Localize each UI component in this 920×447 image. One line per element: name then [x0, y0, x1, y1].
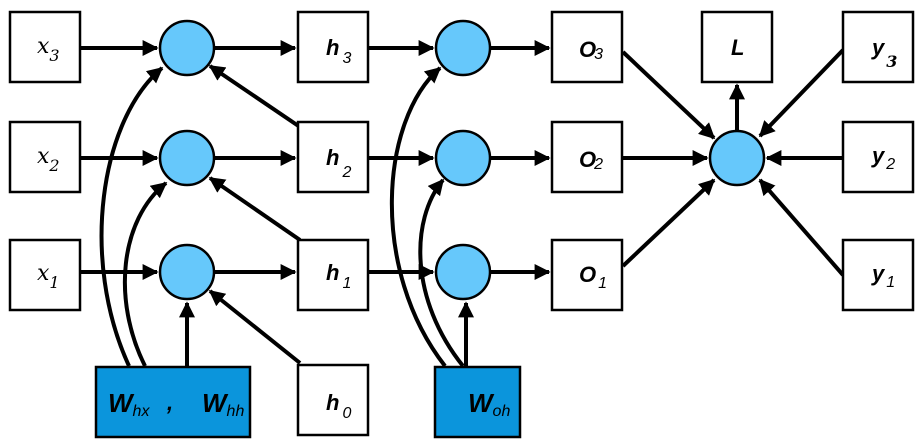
output-o1-label: O — [579, 262, 596, 287]
edges — [81, 40, 845, 368]
target-y2-label: y — [871, 143, 886, 168]
output-o2: O2 — [550, 120, 624, 194]
initial-hidden-h0-label: h — [326, 390, 339, 415]
loss-label: L — [731, 35, 744, 60]
output-node-2 — [434, 129, 492, 187]
svg-text:O2: O2 — [579, 147, 603, 173]
output-node-3 — [434, 19, 492, 77]
output-o2-label: O — [579, 147, 596, 172]
edge-w-hidden-to-node-h3 — [99, 66, 164, 367]
weights-output: Woh — [433, 365, 522, 439]
svg-text:Whx: Whx — [108, 388, 150, 420]
target-y3: y3 — [841, 10, 915, 84]
input-x2-label: x — [37, 144, 50, 169]
edge-w-hidden-to-node-h2 — [122, 181, 168, 367]
hidden-h2: h2 — [296, 120, 370, 194]
svg-text:h1: h1 — [326, 260, 351, 292]
target-y1-label: y — [871, 261, 886, 286]
weight-woh-label: W — [468, 388, 495, 418]
svg-text:x3: x3 — [37, 34, 60, 65]
svg-text:y3: y3 — [871, 35, 897, 71]
weight-whx-label: W — [108, 388, 135, 418]
hidden-h2-label: h — [326, 145, 339, 170]
svg-text:x1: x1 — [37, 261, 60, 292]
hidden-node-3 — [158, 19, 216, 77]
svg-text:y2: y2 — [871, 143, 895, 173]
svg-text:h2: h2 — [326, 145, 351, 181]
svg-text:O3: O3 — [579, 37, 603, 63]
edge-o1-to-loss-node — [621, 178, 716, 268]
edge-h0-to-node-h1 — [208, 289, 302, 365]
hidden-node-2 — [158, 129, 216, 187]
svg-text:h0: h0 — [326, 390, 351, 422]
output-o3: O3 — [550, 10, 624, 84]
input-x3-label: x — [37, 34, 50, 59]
hidden-h3-label: h — [326, 35, 339, 60]
svg-text:Whh: Whh — [202, 388, 244, 420]
svg-text:O1: O1 — [579, 262, 607, 292]
edge-o3-to-loss-node — [621, 50, 716, 140]
weight-whh-label: W — [202, 388, 229, 418]
svg-text:x2: x2 — [37, 144, 60, 175]
weight-separator: , — [166, 390, 173, 415]
edge-y1-to-loss-node — [758, 178, 845, 277]
target-y3-label: y — [871, 35, 886, 60]
input-x1-label: x — [37, 261, 50, 286]
input-x3: x3 — [8, 10, 82, 84]
svg-text:y1: y1 — [871, 261, 895, 291]
edge-w-output-to-node-o3 — [389, 66, 447, 368]
hidden-node-1 — [158, 243, 216, 301]
edge-h2-to-node-h3 — [208, 64, 302, 129]
output-o3-label: O — [579, 37, 596, 62]
edge-w-output-to-node-o2 — [418, 178, 465, 368]
hidden-h1-label: h — [326, 260, 339, 285]
edge-y3-to-loss-node — [758, 48, 845, 138]
svg-text:Woh: Woh — [468, 388, 510, 420]
output-node-1 — [434, 243, 492, 301]
input-x2: x2 — [8, 120, 82, 194]
edge-h1-to-node-h2 — [208, 176, 302, 242]
svg-text:h3: h3 — [326, 35, 351, 67]
input-x1: x1 — [8, 238, 82, 312]
loss-node — [708, 129, 766, 187]
weights-hidden: Whx , Whh — [94, 365, 252, 439]
loss-L: L — [700, 10, 774, 84]
